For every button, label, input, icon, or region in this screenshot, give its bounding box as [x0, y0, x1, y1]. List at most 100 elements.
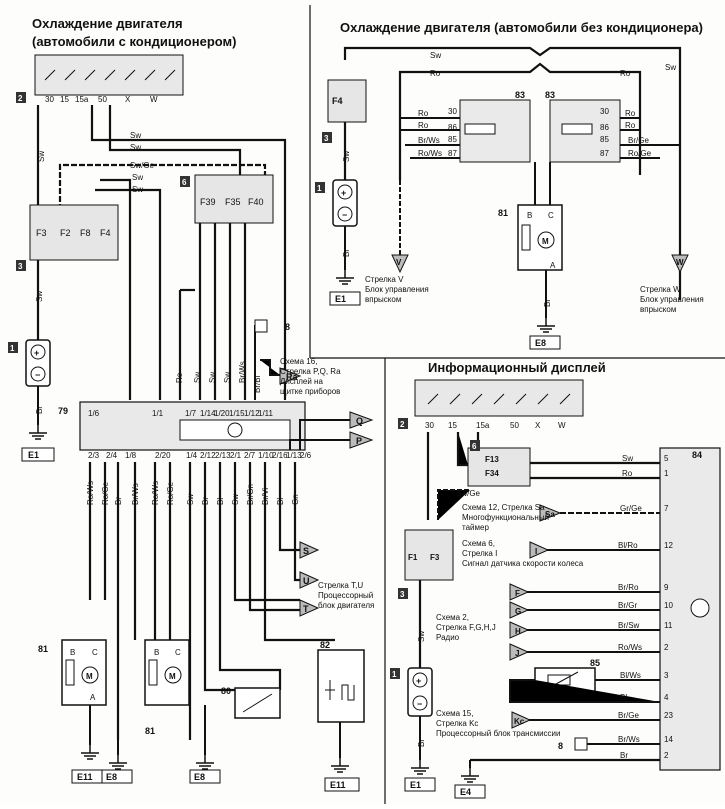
relay-83-left: [459, 99, 531, 163]
svg-text:81: 81: [145, 726, 155, 736]
svg-text:3: 3: [400, 590, 405, 599]
svg-text:1/12: 1/12: [244, 409, 260, 418]
svg-text:блок двигателя: блок двигателя: [318, 601, 374, 610]
svg-text:Br/Ws: Br/Ws: [238, 361, 247, 383]
display-pin-8: 3: [664, 671, 669, 680]
svg-text:Блок управления: Блок управления: [365, 285, 429, 294]
display-pin-0: 5: [664, 454, 669, 463]
display-module-84: [659, 447, 721, 771]
display-pin-12: 2: [664, 751, 669, 760]
svg-text:Br/Sw: Br/Sw: [618, 621, 640, 630]
ignition-switch-block-right: [414, 379, 584, 417]
svg-text:Стрелка T,U: Стрелка T,U: [318, 581, 363, 590]
svg-text:85: 85: [448, 135, 457, 144]
svg-text:15: 15: [60, 95, 69, 104]
svg-text:+: +: [341, 188, 346, 198]
svg-text:Br/Vi: Br/Vi: [261, 488, 270, 505]
svg-text:Br/Ro: Br/Ro: [618, 583, 639, 592]
svg-text:Kc: Kc: [514, 717, 525, 726]
svg-text:Многофункциональный: Многофункциональный: [462, 513, 549, 522]
svg-text:Ro: Ro: [620, 69, 631, 78]
svg-text:84: 84: [692, 450, 702, 460]
svg-text:1/4: 1/4: [186, 451, 198, 460]
svg-text:83: 83: [545, 90, 555, 100]
svg-text:A: A: [90, 693, 96, 702]
svg-text:E4: E4: [460, 787, 471, 797]
ground-e1: E1: [28, 450, 39, 460]
svg-text:E8: E8: [194, 772, 205, 782]
svg-text:2/12: 2/12: [200, 451, 216, 460]
svg-text:81: 81: [498, 208, 508, 218]
svg-text:87: 87: [600, 149, 609, 158]
title-info-display: Информационный дисплей: [428, 360, 606, 375]
svg-text:Схема 6,: Схема 6,: [462, 539, 495, 548]
svg-text:+: +: [34, 348, 39, 358]
svg-text:2/16: 2/16: [272, 451, 288, 460]
svg-text:F40: F40: [248, 197, 264, 207]
svg-text:1/7: 1/7: [185, 409, 197, 418]
svg-text:1/13: 1/13: [286, 451, 302, 460]
svg-text:C: C: [175, 648, 181, 657]
fan-motor-81-left: M: [61, 639, 107, 706]
svg-text:80: 80: [221, 686, 231, 696]
svg-text:Стрелка V: Стрелка V: [365, 275, 404, 284]
ignition-switch-block: 30 15 15a 50 X W: [34, 54, 184, 104]
svg-text:H: H: [515, 627, 521, 636]
module-79: [79, 401, 306, 451]
svg-text:82: 82: [320, 640, 330, 650]
svg-text:F2: F2: [60, 228, 71, 238]
svg-text:F4: F4: [332, 96, 343, 106]
svg-text:Bl: Bl: [216, 498, 225, 505]
svg-text:1/14: 1/14: [200, 409, 216, 418]
svg-text:30: 30: [45, 95, 54, 104]
svg-text:2/13: 2/13: [215, 451, 231, 460]
svg-text:Стрелка W: Стрелка W: [640, 285, 681, 294]
display-pin-9: 4: [664, 693, 669, 702]
svg-text:83: 83: [515, 90, 525, 100]
display-pin-1: 1: [664, 469, 669, 478]
svg-text:G: G: [515, 607, 521, 616]
svg-text:M: M: [169, 672, 176, 681]
svg-text:Sw: Sw: [430, 51, 441, 60]
svg-text:Br/Ge: Br/Ge: [618, 711, 639, 720]
svg-text:2: 2: [400, 420, 405, 429]
svg-text:Ro/Ws: Ro/Ws: [618, 643, 642, 652]
svg-text:3: 3: [18, 262, 23, 271]
svg-text:Sw: Sw: [186, 494, 195, 505]
fuse-f4: F4: [327, 79, 367, 123]
svg-text:81: 81: [38, 644, 48, 654]
svg-text:W: W: [676, 258, 684, 267]
svg-text:15a: 15a: [476, 421, 490, 430]
svg-text:2: 2: [18, 94, 23, 103]
svg-text:1/1: 1/1: [152, 409, 164, 418]
svg-text:Радио: Радио: [436, 633, 460, 642]
battery-bottom-right: + −: [407, 667, 433, 717]
svg-text:F: F: [515, 589, 520, 598]
svg-text:B: B: [527, 211, 532, 220]
svg-text:Gn: Gn: [291, 494, 300, 505]
display-pin-10: 23: [664, 711, 673, 720]
svg-text:Ro: Ro: [625, 109, 636, 118]
svg-text:Ro/Ge: Ro/Ge: [628, 149, 652, 158]
svg-text:Процессорный блок трансмиссии: Процессорный блок трансмиссии: [436, 729, 560, 738]
display-pin-6: 11: [664, 621, 673, 630]
svg-text:86: 86: [600, 123, 609, 132]
svg-text:30: 30: [600, 107, 609, 116]
svg-text:F34: F34: [485, 469, 499, 478]
svg-text:U: U: [303, 576, 310, 586]
svg-text:Стрелка I: Стрелка I: [462, 549, 497, 558]
display-pin-2: 7: [664, 504, 669, 513]
svg-text:Sw: Sw: [342, 151, 351, 162]
svg-text:Sw: Sw: [35, 291, 44, 302]
svg-text:Br: Br: [342, 249, 351, 257]
svg-text:Стрелка Kc: Стрелка Kc: [436, 719, 478, 728]
svg-text:15a: 15a: [75, 95, 89, 104]
svg-text:50: 50: [510, 421, 519, 430]
svg-text:−: −: [342, 210, 347, 220]
svg-text:E11: E11: [77, 772, 93, 782]
svg-text:Sw: Sw: [231, 494, 240, 505]
svg-text:6: 6: [182, 178, 187, 187]
svg-text:1: 1: [10, 344, 15, 353]
svg-text:Bl: Bl: [276, 498, 285, 505]
